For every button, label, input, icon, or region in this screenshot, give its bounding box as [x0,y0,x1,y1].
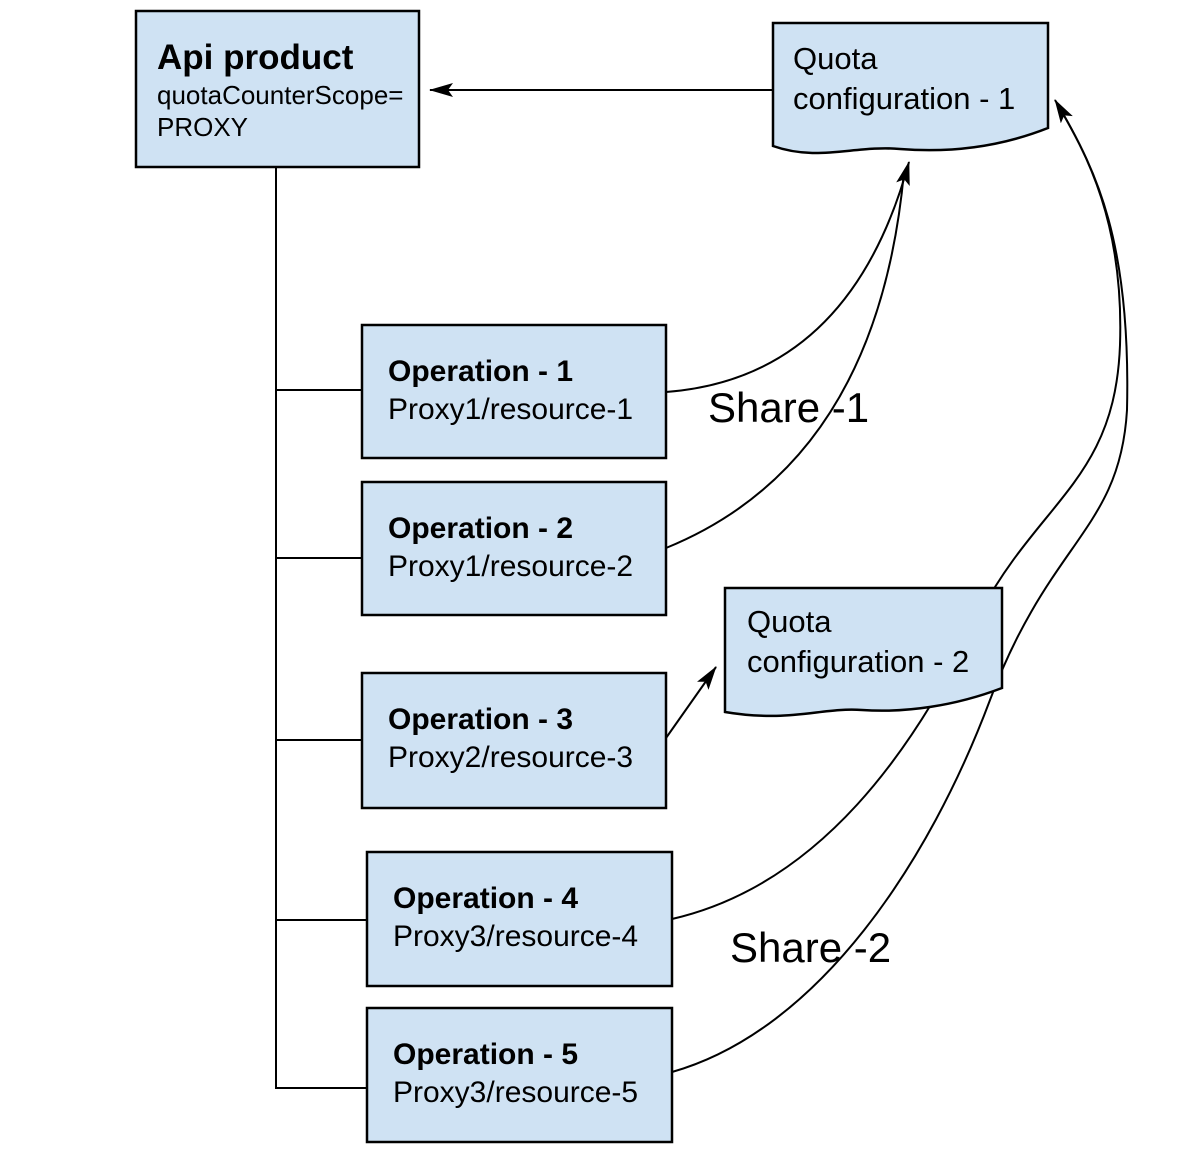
curve-operation-5-to-quota1 [671,111,1129,1073]
operation-4-shape [365,850,674,988]
operation-3-shape [360,671,668,810]
quota-config-2-shape [723,586,1004,718]
curve-operation-1-to-quota1 [665,161,910,393]
operation-5-shape [365,1006,674,1144]
arrow-operation-3-to-quota2 [665,666,717,739]
curve-operation-4-to-quota1 [671,99,1122,920]
curve-operation-2-to-quota1 [665,171,905,549]
operation-1-shape [360,323,668,460]
quota-config-1-shape [771,21,1050,155]
operation-2-shape [360,480,668,617]
api-product-shape [134,9,421,169]
